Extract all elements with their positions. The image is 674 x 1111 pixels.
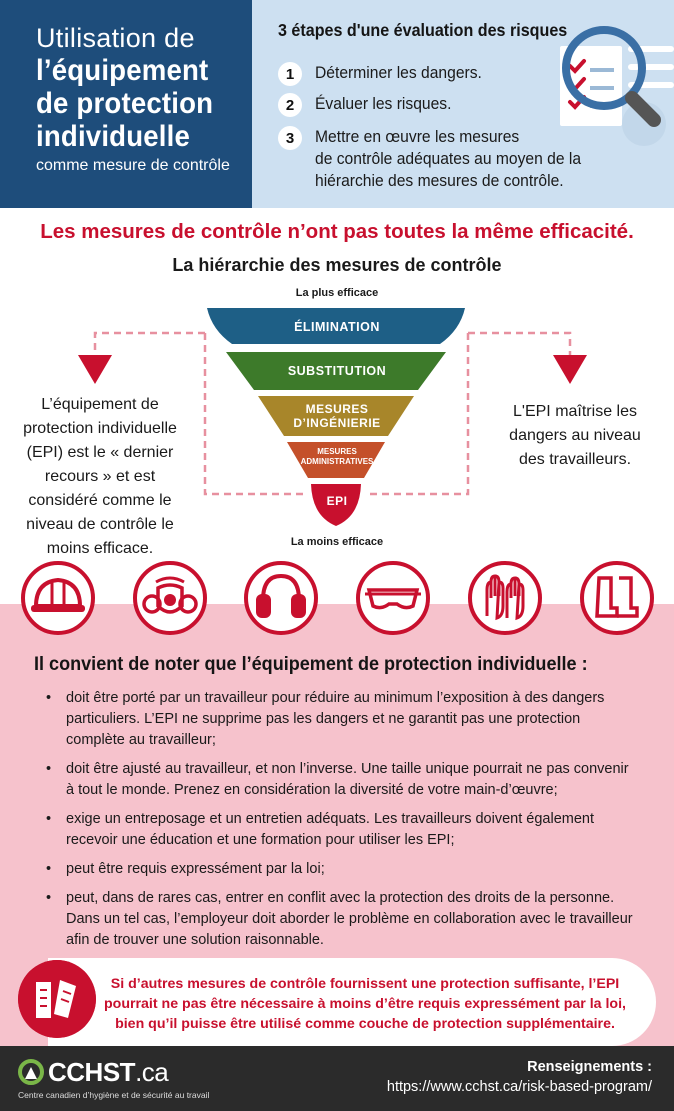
title-line-3: de protection bbox=[36, 87, 214, 120]
step-text-line: Mettre en œuvre les mesures bbox=[315, 127, 520, 146]
ppe-last-resort-text: L’équipement de protection individuelle … bbox=[14, 393, 186, 561]
more-info-label: Renseignements : bbox=[527, 1059, 652, 1075]
text-line: niveau de contrôle le bbox=[26, 516, 174, 533]
list-item: doit être ajusté au travailleur, et non … bbox=[40, 759, 640, 801]
logo-tagline: Centre canadien d’hygiène et de sécurité… bbox=[18, 1090, 210, 1100]
label-ppe: EPI bbox=[326, 494, 348, 508]
list-item: peut, dans de rares cas, entrer en confl… bbox=[40, 888, 640, 951]
step-number: 2 bbox=[278, 93, 302, 117]
callout-line: bien qu’il puisse être utilisé comme cou… bbox=[115, 1016, 615, 1032]
step-number: 1 bbox=[278, 62, 302, 86]
notes-list: doit être porté par un travailleur pour … bbox=[40, 688, 640, 959]
title-line-1: Utilisation de bbox=[36, 23, 195, 53]
step-number: 3 bbox=[278, 126, 302, 150]
footer: CCHST.ca Centre canadien d’hygiène et de… bbox=[0, 1046, 674, 1111]
title-subtitle: comme mesure de contrôle bbox=[36, 157, 230, 174]
text-line: L'EPI maîtrise les bbox=[513, 403, 637, 420]
safety-boots-icon bbox=[580, 561, 654, 635]
cchst-logo[interactable]: CCHST.ca bbox=[18, 1057, 208, 1087]
logo-main: CCHST bbox=[48, 1057, 136, 1087]
logo-wordmark: CCHST.ca bbox=[48, 1057, 169, 1088]
ear-muffs-icon bbox=[244, 561, 318, 635]
callout-line: pourrait ne pas être nécessaire à moins … bbox=[103, 996, 626, 1012]
label-engineering-2: D’INGÉNIERIE bbox=[293, 416, 381, 430]
notes-title: Il convient de noter que l’équipement de… bbox=[34, 654, 588, 675]
steps-title: 3 étapes d'une évaluation des risques bbox=[278, 20, 568, 40]
callout: Si d’autres mesures de contrôle fourniss… bbox=[18, 958, 656, 1046]
label-administrative-2: ADMINISTRATIVES bbox=[300, 457, 374, 466]
gloves-icon bbox=[468, 561, 542, 635]
text-line: considéré comme le bbox=[28, 492, 172, 509]
list-item: doit être porté par un travailleur pour … bbox=[40, 688, 640, 751]
effectiveness-headline: Les mesures de contrôle n’ont pas toutes… bbox=[40, 220, 634, 243]
text-line: dangers au niveau bbox=[509, 427, 641, 444]
header: Utilisation de l’équipement de protectio… bbox=[0, 0, 674, 208]
label-substitution: SUBSTITUTION bbox=[287, 364, 387, 378]
title-panel: Utilisation de l’équipement de protectio… bbox=[0, 0, 252, 208]
step-text-line: hiérarchie des mesures de contrôle. bbox=[315, 171, 564, 190]
step-text: Déterminer les dangers. bbox=[315, 63, 482, 82]
title-line-2: l’équipement bbox=[36, 54, 209, 87]
title-line-4: individuelle bbox=[36, 120, 191, 153]
list-item: exige un entreposage et un entretien adé… bbox=[40, 809, 640, 851]
callout-line: Si d’autres mesures de contrôle fourniss… bbox=[110, 976, 620, 992]
callout-text: Si d’autres mesures de contrôle fourniss… bbox=[80, 974, 650, 1034]
step-2: 2 Évaluer les risques. bbox=[278, 93, 463, 117]
ppe-icons-row bbox=[0, 560, 674, 644]
safety-goggles-icon bbox=[356, 561, 430, 635]
step-3: 3 Mettre en œuvre les mesures de contrôl… bbox=[278, 126, 604, 192]
label-engineering-1: MESURES bbox=[305, 402, 369, 416]
text-line: L’équipement de bbox=[41, 396, 159, 413]
text-line: (EPI) est le « dernier bbox=[26, 444, 174, 461]
text-line: protection individuelle bbox=[23, 420, 177, 437]
callout-panel bbox=[48, 958, 656, 1046]
step-text: Évaluer les risques. bbox=[315, 94, 452, 113]
text-line: recours » et est bbox=[44, 468, 156, 485]
hard-hat-icon bbox=[21, 561, 95, 635]
text-line: moins efficace. bbox=[46, 540, 154, 557]
label-administrative-1: MESURES bbox=[317, 447, 357, 456]
more-info-link[interactable]: https://www.cchst.ca/risk-based-program/ bbox=[386, 1079, 652, 1095]
list-item: peut être requis expressément par la loi… bbox=[40, 859, 640, 880]
ppe-worker-level-text: L'EPI maîtrise les dangers au niveau des… bbox=[490, 400, 660, 472]
checklist-magnifier-icon bbox=[560, 26, 674, 146]
label-elimination: ÉLIMINATION bbox=[294, 320, 380, 334]
step-1: 1 Déterminer les dangers. bbox=[278, 62, 496, 86]
cchst-emblem-icon bbox=[18, 1059, 44, 1085]
logo-ca: .ca bbox=[135, 1057, 169, 1087]
text-line: des travailleurs. bbox=[518, 451, 632, 468]
step-text-line: de contrôle adéquates au moyen de la bbox=[315, 149, 582, 168]
most-effective-label: La plus efficace bbox=[295, 287, 379, 299]
step-text-block: Mettre en œuvre les mesures de contrôle … bbox=[315, 126, 604, 192]
risk-steps-panel: 3 étapes d'une évaluation des risques 1 … bbox=[252, 0, 674, 208]
respirator-icon bbox=[133, 561, 207, 635]
hierarchy-title: La hiérarchie des mesures de contrôle bbox=[172, 255, 502, 275]
least-effective-label: La moins efficace bbox=[290, 536, 384, 548]
law-book-icon bbox=[18, 960, 96, 1038]
